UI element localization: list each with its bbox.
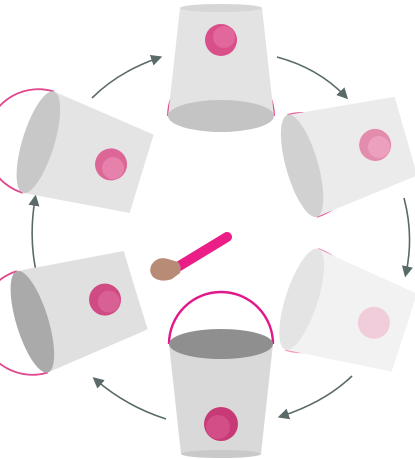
circular-arrow-icon [404,198,410,273]
circular-arrow-icon [282,376,352,416]
ball-icon [204,407,238,441]
circular-arrow-icon [96,380,166,419]
bucket-icon [0,240,151,388]
magic-wand-icon [176,237,227,268]
bucket-bottom [169,292,273,458]
ball-icon [205,24,237,56]
bucket-lower-right [270,244,415,383]
magic-wand-with-hand [150,237,227,281]
bucket-upper-left [0,76,157,224]
bucket-icon [270,244,415,383]
bucket-icon [168,4,274,132]
circular-arrow-icon [277,57,345,96]
bucket-icon [0,76,157,224]
circular-arrow-icon [92,58,158,98]
bucket-top [168,4,274,132]
bucket-lower-left [0,240,151,388]
hand-icon [150,258,180,280]
bucket-icon [272,85,415,221]
bucket-upper-right [272,85,415,221]
circular-arrow-icon [32,199,38,279]
